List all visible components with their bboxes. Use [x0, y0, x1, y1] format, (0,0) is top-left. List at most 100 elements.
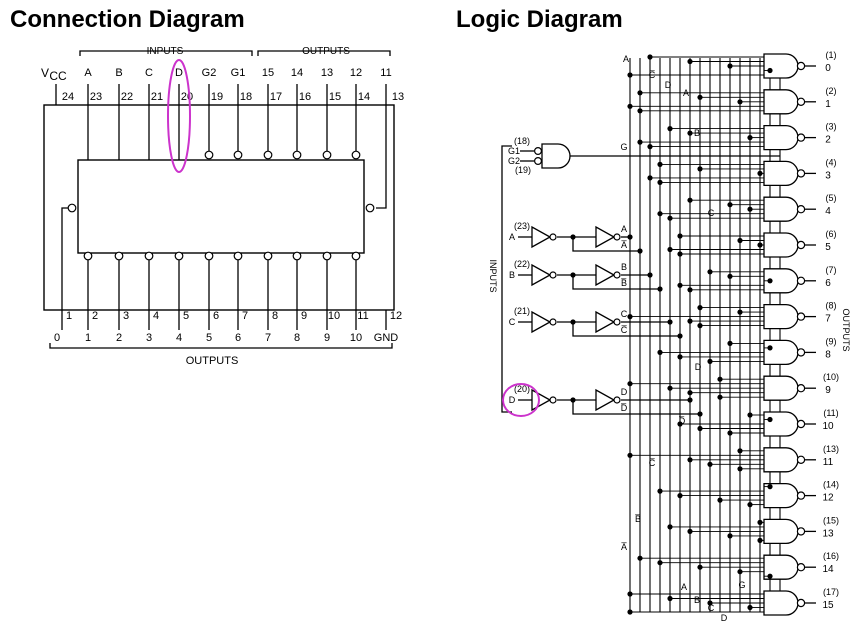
input-label: B [509, 270, 515, 280]
buffer-bubble [549, 271, 557, 279]
bus-label: C [708, 603, 715, 613]
output-11-wire [376, 105, 387, 209]
top-signal-label: 14 [291, 67, 303, 79]
junction-dot [697, 564, 703, 570]
output-bubble [796, 563, 806, 572]
input-label: C [509, 317, 516, 327]
bottom-signal-label: 8 [294, 332, 300, 344]
output-bubble [292, 251, 302, 261]
top-signal-label: A [84, 67, 92, 79]
junction-dot [667, 524, 673, 530]
junction-dot [767, 278, 773, 284]
nand-gate [763, 53, 799, 79]
top-signal-label: B [115, 67, 122, 79]
nand-gate [763, 447, 799, 473]
output-number: 0 [825, 63, 831, 74]
output-number: 1 [825, 99, 831, 110]
output-bubble [263, 251, 273, 261]
junction-dot [697, 166, 703, 172]
junction-dot [647, 272, 653, 278]
junction-dot [677, 233, 683, 239]
junction-dot [627, 314, 633, 320]
top-pin-number: 17 [270, 91, 282, 103]
bottom-pin-number: 8 [272, 310, 278, 322]
output-number: 2 [825, 135, 831, 146]
output-number: 4 [825, 206, 831, 217]
output-bubble [796, 169, 806, 178]
g1-pin-number: (18) [514, 136, 530, 146]
junction-dot [727, 533, 733, 539]
junction-dot [667, 246, 673, 253]
input-pin-number: (20) [514, 384, 530, 394]
nand-gate [763, 518, 799, 545]
output-number: 13 [822, 528, 834, 539]
g1-label: G1 [508, 146, 520, 156]
bottom-pin-number: 12 [390, 310, 402, 322]
junction-dot [687, 397, 693, 403]
nand-gate [763, 590, 799, 616]
junction-dot [627, 234, 633, 240]
bottom-pin-number: 3 [123, 310, 129, 322]
junction-dot [747, 502, 753, 508]
bottom-pin-number: 6 [213, 310, 219, 322]
junction-dot [637, 90, 643, 96]
bottom-pin-number: 10 [328, 310, 340, 322]
output-bubble [351, 150, 361, 160]
output-pin-number: (5) [826, 193, 837, 203]
junction-dot [647, 54, 653, 60]
ic-package-outline [43, 104, 395, 311]
junction-dot [667, 215, 673, 221]
junction-dot [677, 282, 683, 288]
top-pin-number: 23 [90, 91, 102, 103]
junction-dot [727, 63, 733, 69]
junction-dot [707, 269, 713, 275]
junction-dot [707, 358, 713, 364]
complement-wire [572, 275, 660, 290]
nand-gate [763, 160, 799, 187]
top-signal-label: C [145, 67, 153, 79]
top-pin-number: 20 [181, 91, 193, 103]
bottom-pin-number: 11 [357, 310, 368, 322]
input-pin-number: (21) [514, 306, 530, 316]
output-bubble [322, 150, 332, 160]
junction-dot [687, 197, 693, 203]
output-pin-number: (1) [826, 50, 837, 60]
bus-label: D [665, 80, 672, 90]
bus-label: D [721, 613, 728, 623]
bottom-signal-label: 2 [116, 332, 122, 344]
g1-bubble [533, 147, 542, 156]
output-bubble [796, 61, 806, 71]
output-bubble [351, 251, 361, 261]
junction-dot [767, 484, 773, 490]
junction-dot [737, 466, 743, 472]
output-pin-number: (14) [823, 480, 839, 490]
bottom-signal-label: 9 [324, 332, 330, 344]
output-pin-number: (2) [826, 86, 837, 96]
output-pin-number: (17) [823, 587, 839, 597]
junction-dot [667, 319, 673, 325]
input-buffer [531, 225, 552, 249]
top-pin-number: 22 [121, 91, 133, 103]
bottom-signal-label: 1 [85, 332, 91, 344]
junction-dot [667, 126, 673, 132]
input-inverter [595, 388, 616, 412]
junction-dot [677, 421, 683, 427]
junction-dot [737, 569, 743, 575]
junction-dot [737, 99, 743, 105]
top-signal-label: G1 [231, 67, 246, 79]
inverter-bubble [613, 318, 621, 326]
junction-dot [627, 609, 633, 615]
junction-dot [657, 179, 663, 185]
output-pin-number: (13) [823, 444, 839, 454]
input-label: A [509, 232, 515, 242]
junction-dot [657, 161, 663, 167]
inputs-bracket [79, 50, 253, 56]
bus-label: C [708, 208, 715, 218]
inverter-bubble [613, 271, 621, 279]
junction-dot [717, 394, 723, 400]
bottom-signal-label: 10 [350, 332, 362, 344]
output-pin-number: (9) [826, 336, 837, 346]
output-number: 8 [825, 349, 831, 360]
g2-pin-number: (19) [515, 165, 531, 175]
